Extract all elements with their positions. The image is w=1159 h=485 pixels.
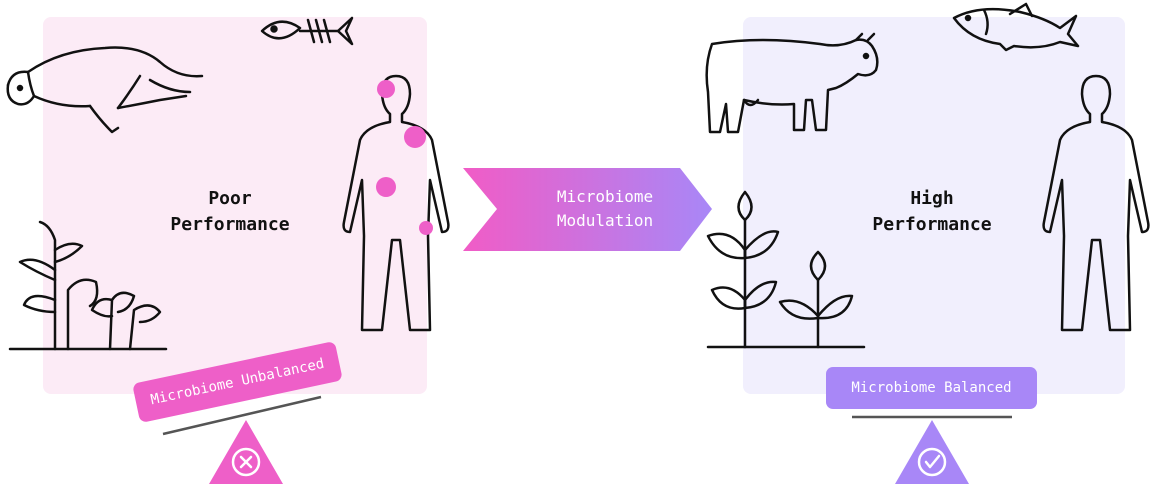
inflammation-dot <box>377 80 395 98</box>
title-line: Performance <box>130 212 330 238</box>
label-line: Microbiome <box>505 185 705 209</box>
human-figure-right-icon <box>1044 76 1149 330</box>
microbiome-balanced-badge: Microbiome Balanced <box>826 367 1037 409</box>
microbiome-modulation-label: Microbiome Modulation <box>505 185 705 233</box>
inflammation-dot <box>404 126 426 148</box>
poor-performance-title: Poor Performance <box>130 186 330 238</box>
title-line: High <box>832 186 1032 212</box>
title-line: Poor <box>130 186 330 212</box>
high-performance-title: High Performance <box>832 186 1032 238</box>
inflammation-dot <box>419 221 433 235</box>
fish-icon <box>954 4 1078 50</box>
title-line: Performance <box>832 212 1032 238</box>
label-line: Modulation <box>505 209 705 233</box>
healthy-cow-icon <box>707 34 878 132</box>
wilted-plant-icon <box>10 222 166 349</box>
human-figure-left-icon <box>344 76 449 330</box>
fish-skeleton-icon <box>262 18 352 44</box>
inflammation-dot <box>376 177 396 197</box>
sick-cow-icon <box>8 48 202 132</box>
